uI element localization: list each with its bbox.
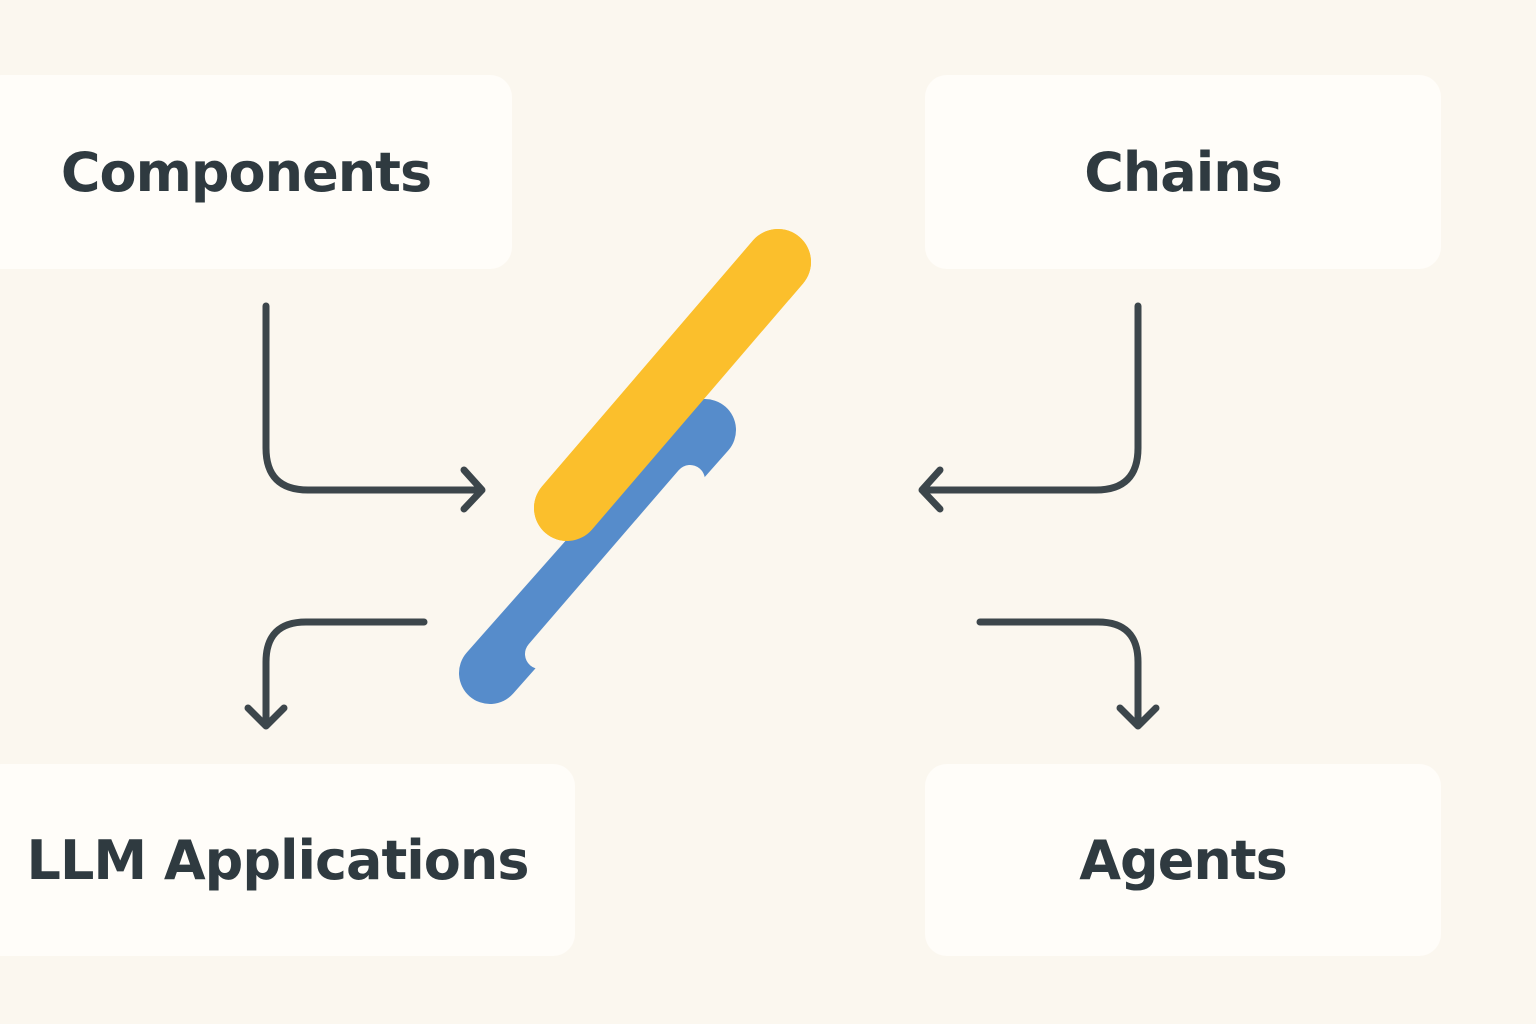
llm-applications-label: LLM Applications	[26, 828, 530, 892]
yellow-link-overlap	[534, 229, 811, 541]
chains-card: Chains	[925, 75, 1441, 269]
arrow-center-to-agents	[976, 618, 1160, 730]
arrow-chains-to-center	[918, 302, 1142, 513]
llm-applications-card: LLM Applications	[0, 764, 575, 956]
chain-link-icon	[459, 229, 811, 704]
agents-card: Agents	[925, 764, 1441, 956]
blue-link-icon	[459, 399, 736, 704]
components-label: Components	[60, 140, 432, 204]
arrow-components-to-center	[262, 302, 486, 513]
chains-label: Chains	[1084, 140, 1283, 204]
blue-link-hole	[525, 465, 705, 669]
components-card: Components	[0, 75, 512, 269]
arrow-center-to-llm-applications	[244, 618, 428, 730]
agents-label: Agents	[1079, 828, 1287, 892]
